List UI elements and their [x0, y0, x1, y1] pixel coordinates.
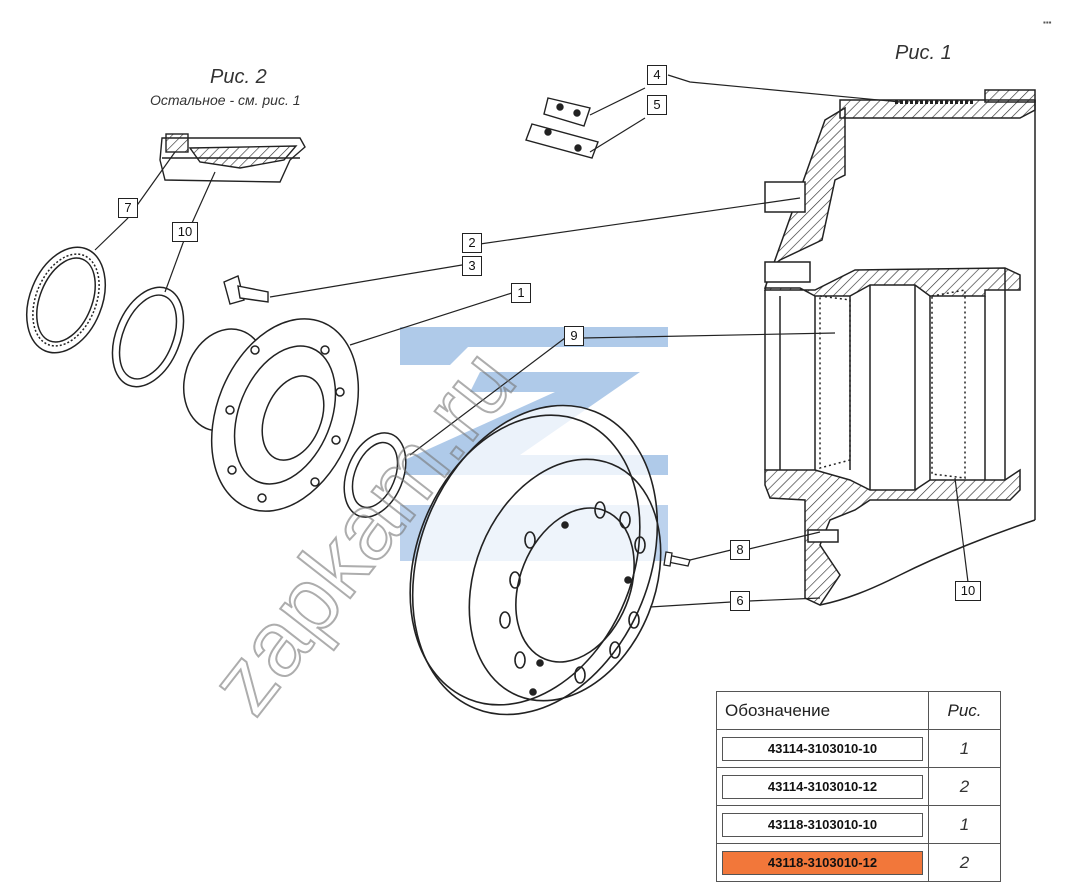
bearing-cup: [343, 432, 407, 518]
callout-2[interactable]: 2: [462, 233, 482, 253]
table-row-selected: 43118-3103010-12 2: [716, 843, 1001, 882]
callout-7[interactable]: 7: [118, 198, 138, 218]
fig-number: 2: [928, 843, 1001, 882]
callout-5[interactable]: 5: [647, 95, 667, 115]
callout-8[interactable]: 8: [730, 540, 750, 560]
part-code-link[interactable]: 43114-3103010-10: [722, 736, 923, 761]
fig-number: 1: [928, 729, 1001, 768]
callout-10-fig2[interactable]: 10: [172, 222, 198, 242]
part-code-link-selected[interactable]: 43118-3103010-12: [722, 850, 923, 875]
table-row: 43114-3103010-12 2: [716, 767, 1001, 806]
brake-drum: [409, 404, 662, 716]
fig2-subtitle: Остальное - см. рис. 1: [150, 92, 301, 108]
callout-10-fig1[interactable]: 10: [955, 581, 981, 601]
wheel-bolt: [223, 275, 269, 305]
callout-4[interactable]: 4: [647, 65, 667, 85]
table-row: 43114-3103010-10 1: [716, 729, 1001, 768]
fig2-section: [159, 133, 306, 183]
callout-6[interactable]: 6: [730, 591, 750, 611]
table-header: Обозначение Рис.: [716, 691, 1001, 730]
callout-1[interactable]: 1: [511, 283, 531, 303]
bearing-ring: [111, 286, 185, 388]
fig2-title: Рис. 2: [210, 66, 267, 88]
table-row: 43118-3103010-10 1: [716, 805, 1001, 844]
fig1-section: [763, 89, 1036, 606]
fig-number: 1: [928, 805, 1001, 844]
screw: [663, 551, 691, 567]
header-code: Обозначение: [716, 691, 929, 730]
leader-lines: [94, 74, 969, 608]
header-fig: Рис.: [928, 691, 1001, 730]
hub: [182, 318, 360, 512]
seal-ring: [26, 246, 106, 354]
corner-mark: ▪▪▪: [1043, 18, 1052, 27]
part-code-link[interactable]: 43114-3103010-12: [722, 774, 923, 799]
parts-table: Обозначение Рис. 43114-3103010-10 1 4311…: [716, 691, 1001, 882]
callout-3[interactable]: 3: [462, 256, 482, 276]
fig1-title: Рис. 1: [895, 42, 952, 64]
part-code-link[interactable]: 43118-3103010-10: [722, 812, 923, 837]
fig-number: 2: [928, 767, 1001, 806]
lock-plates: [525, 97, 599, 159]
callout-9[interactable]: 9: [564, 326, 584, 346]
